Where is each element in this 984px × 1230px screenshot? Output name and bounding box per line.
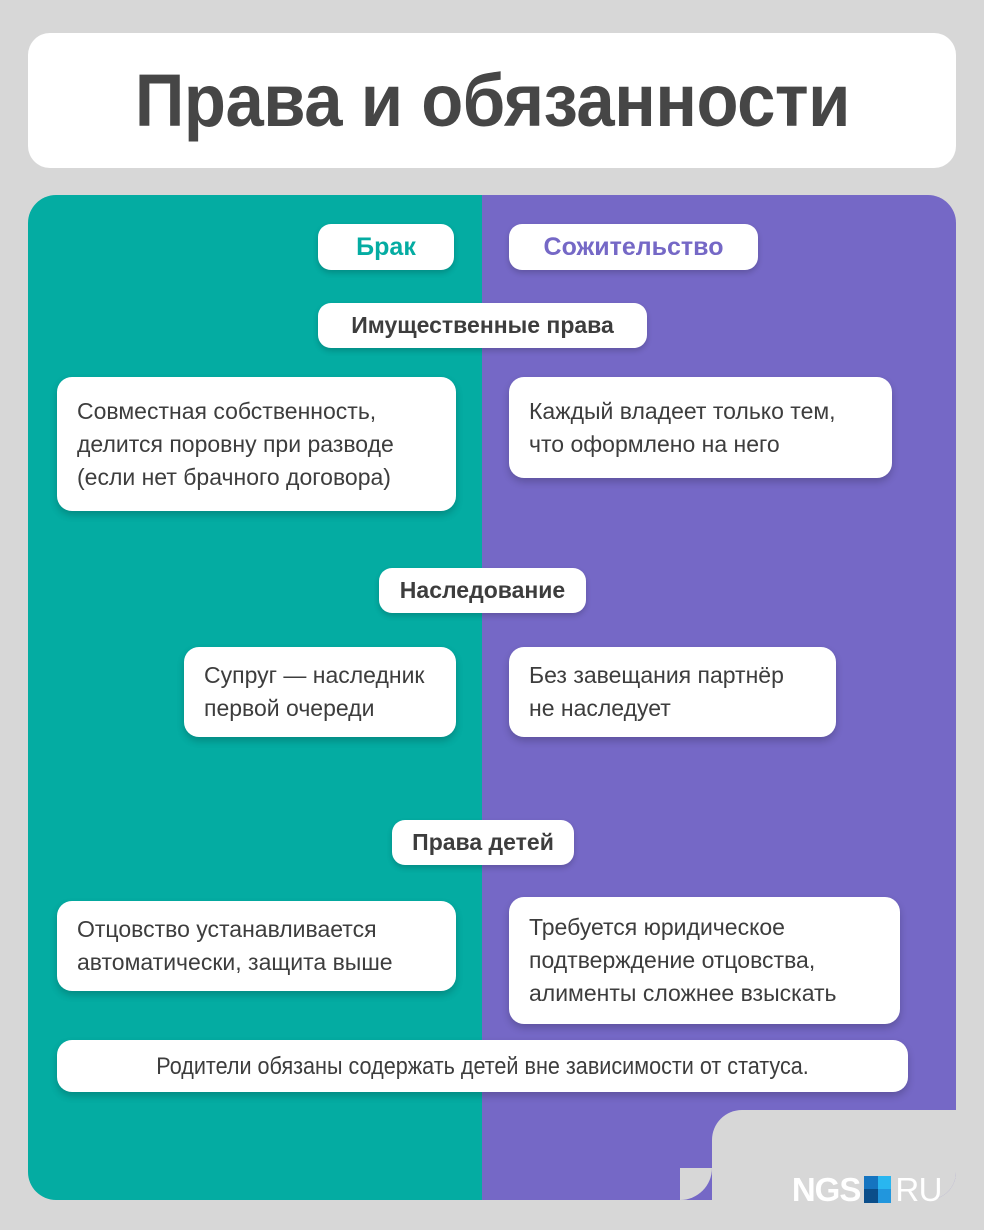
- section-heading-inheritance-label: Наследование: [399, 577, 566, 603]
- logo-ngs-text: NGS: [791, 1170, 862, 1208]
- card-children-cohabitation: Требуется юридическое подтверждение отцо…: [509, 897, 900, 1024]
- logo-square-br: [877, 1189, 892, 1203]
- logo-square-bl: [864, 1189, 878, 1203]
- section-heading-inheritance: Наследование: [379, 568, 586, 613]
- column-header-marriage-label: Брак: [356, 232, 416, 261]
- card-children-marriage: Отцовство устанавливается автоматически,…: [57, 901, 456, 991]
- card-property-cohabitation-text: Каждый владеет только тем, что оформлено…: [529, 397, 836, 457]
- card-inheritance-cohabitation-text: Без завещания партнёр не наследует: [529, 662, 784, 721]
- card-property-cohabitation: Каждый владеет только тем, что оформлено…: [509, 377, 892, 478]
- footer-note-text: Родители обязаны содержать детей вне зав…: [156, 1052, 809, 1080]
- logo-checker-icon: [864, 1175, 892, 1203]
- card-property-marriage-text: Совместная собственность, делится поровн…: [77, 397, 394, 490]
- ngs-ru-logo: NGS RU: [791, 1170, 943, 1208]
- card-footer-note: Родители обязаны содержать детей вне зав…: [57, 1040, 908, 1092]
- section-heading-property: Имущественные права: [318, 303, 647, 348]
- card-property-marriage: Совместная собственность, делится поровн…: [57, 377, 456, 511]
- logo-square-tl: [864, 1175, 878, 1189]
- card-inheritance-marriage-text: Супруг — наследник первой очереди: [204, 662, 425, 721]
- page-title: Права и обязанности: [134, 59, 850, 142]
- column-header-marriage: Брак: [318, 224, 454, 270]
- section-heading-children-label: Права детей: [412, 829, 554, 855]
- logo-square-tr: [877, 1175, 892, 1189]
- card-inheritance-marriage: Супруг — наследник первой очереди: [184, 647, 456, 737]
- card-children-marriage-text: Отцовство устанавливается автоматически,…: [77, 916, 393, 975]
- section-heading-children: Права детей: [392, 820, 574, 865]
- logo-ru-text: RU: [895, 1170, 942, 1208]
- card-inheritance-cohabitation: Без завещания партнёр не наследует: [509, 647, 836, 737]
- notch-corner-curve: [680, 1168, 712, 1200]
- section-heading-property-label: Имущественные права: [351, 312, 614, 338]
- column-header-cohabitation-label: Сожительство: [543, 232, 724, 261]
- card-children-cohabitation-text: Требуется юридическое подтверждение отцо…: [529, 914, 837, 1006]
- logo-notch: [712, 1110, 956, 1200]
- title-card: Права и обязанности: [28, 33, 956, 168]
- column-header-cohabitation: Сожительство: [509, 224, 758, 270]
